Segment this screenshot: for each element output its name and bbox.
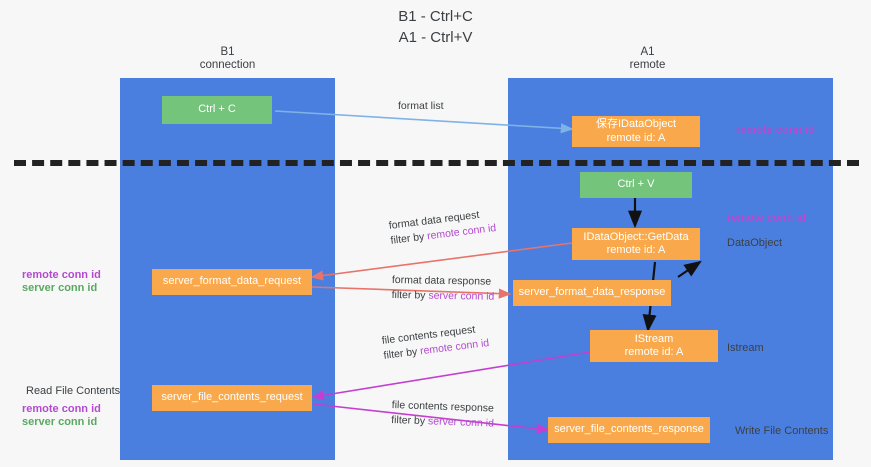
node-server-file-contents-request[interactable]: server_file_contents_request [152,385,312,411]
node-fmt-request-line1: server_format_data_request [162,275,302,288]
annotation-left-server-conn-id: server conn id [22,282,98,294]
edge-label-format-data-response: format data response filter by server co… [391,273,495,305]
node-file-response-line1: server_file_contents_response [554,423,704,436]
annotation-left-server-conn-id-2: server conn id [22,416,98,428]
node-server-file-contents-response[interactable]: server_file_contents_response [548,417,710,443]
annotation-read-file-contents: Read File Contents [26,385,121,397]
lane-header-b1-name: B1 [220,46,235,58]
annotation-left-remote-conn-id: remote conn id [22,269,101,281]
node-file-request-line1: server_file_contents_request [161,391,303,404]
edge-label-fdres-line1: format data response [391,273,492,288]
node-istream-line1: IStream [634,332,674,345]
node-getdata-line1: IDataObject::GetData [583,230,689,243]
edge-label-file-contents-response: file contents response filter by server … [391,398,495,432]
phase-divider [14,160,859,166]
title-line-2: A1 - Ctrl+V [398,29,473,46]
node-istream[interactable]: IStream remote id: A [590,330,718,362]
page-title: B1 - Ctrl+C A1 - Ctrl+V [0,6,871,48]
edge-label-fdres-key: server conn id [428,289,495,303]
node-ctrl-v-line1: Ctrl + V [617,178,655,191]
title-line-1: B1 - Ctrl+C [398,8,473,25]
annotation-dataobject: DataObject [727,237,783,249]
node-getdata-line2: remote id: A [606,244,666,256]
node-save-dataobject-line1: 保存IDataObject [595,118,677,130]
node-server-format-data-request[interactable]: server_format_data_request [152,269,312,295]
edge-label-fcres-prefix: filter by [391,413,429,428]
edge-label-fcres-key: server conn id [427,415,495,430]
lane-header-b1-sub: connection [199,59,256,71]
annotation-write-file-contents: Write File Contents [735,425,829,437]
node-save-dataobject[interactable]: 保存IDataObject remote id: A [572,116,700,147]
node-ctrl-c-line1: Ctrl + C [198,103,236,116]
annotation-istream: Istream [727,342,764,354]
lane-header-a1-name: A1 [640,46,655,58]
edge-label-fdreq-prefix: filter by [389,230,428,247]
edge-label-format-list: format list [398,99,444,114]
node-istream-line2: remote id: A [624,346,684,358]
annotation-left-remote-conn-id-2: remote conn id [22,403,101,415]
annotation-right-top-remote-conn-id: remote conn id [736,124,815,136]
node-ctrl-v[interactable]: Ctrl + V [580,172,692,198]
annotation-right-mid-remote-conn-id: remote conn id [727,212,806,224]
lane-header-a1: A1 remote [570,46,725,72]
node-server-format-data-response[interactable]: server_format_data_response [513,280,671,306]
node-fmt-response-line1: server_format_data_response [518,286,666,299]
lane-header-a1-sub: remote [629,59,666,71]
node-save-dataobject-line2: remote id: A [606,131,666,144]
node-idataobject-getdata[interactable]: IDataObject::GetData remote id: A [572,228,700,260]
edge-label-format-list-line1: format list [398,100,444,112]
node-ctrl-c[interactable]: Ctrl + C [162,96,272,124]
edge-label-fdres-prefix: filter by [391,288,429,302]
edge-label-fcreq-prefix: filter by [382,345,421,362]
lane-header-b1: B1 connection [150,46,305,72]
